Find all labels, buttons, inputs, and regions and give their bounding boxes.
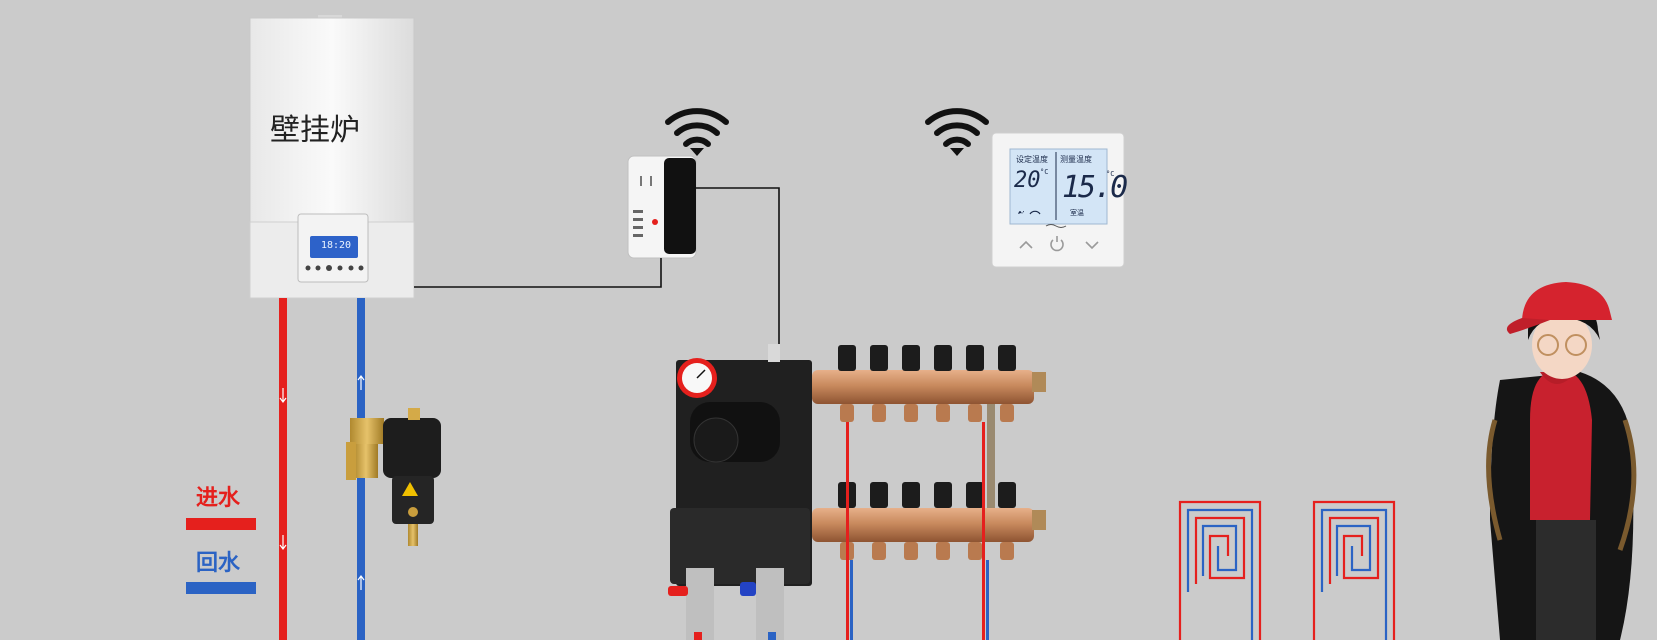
boiler-buttons (305, 265, 364, 271)
legend-swatches (186, 518, 256, 594)
measured-temp-value: 15.0 (1062, 170, 1128, 205)
boiler-title: 壁挂炉 (270, 113, 360, 148)
wifi-icon (925, 108, 989, 156)
return-legend-label: 回水 (196, 551, 241, 576)
thermostat-lcd (1009, 148, 1108, 225)
boiler-display-text: 18:20 (320, 240, 352, 251)
mixing-water-center (668, 344, 812, 640)
hot-supply-pipe (279, 298, 287, 640)
warning-icon (402, 482, 418, 496)
room-temp-label: 室温 (1070, 209, 1084, 217)
manifold-bracket (987, 404, 995, 508)
control-wires (414, 187, 780, 415)
supply-manifold (812, 345, 1046, 422)
cartoon-person (1486, 282, 1637, 640)
measured-temp-label: 测量温度 (1060, 155, 1092, 164)
blue-valve-handle (740, 582, 756, 596)
set-temp-value: 20 (1014, 168, 1041, 193)
manifold-loop-pipes (846, 422, 989, 640)
return-manifold (812, 482, 1046, 560)
return-swatch (186, 582, 256, 594)
floor-heating-coil (1178, 500, 1262, 640)
power-icon[interactable] (1050, 236, 1064, 252)
wall-boiler (249, 15, 415, 299)
red-cap (1522, 282, 1612, 320)
wifi-smart-plug (627, 155, 697, 259)
down-arrow-icon[interactable] (1085, 241, 1099, 250)
measured-temp-unit: °C (1106, 170, 1115, 178)
set-temp-unit: °C (1040, 168, 1049, 176)
wifi-icon (665, 108, 729, 156)
red-valve-handle (668, 586, 688, 596)
magnetic-filter (346, 408, 441, 546)
up-arrow-icon[interactable] (1019, 240, 1033, 249)
room-thermostat (991, 132, 1125, 268)
lcd-wifi-icon (1029, 210, 1041, 215)
inlet-swatch (186, 518, 256, 530)
floor-heating-coil (1312, 500, 1396, 640)
flame-icon (1018, 210, 1024, 214)
inlet-legend-label: 进水 (196, 486, 241, 511)
boiler-lcd (310, 236, 358, 258)
set-temp-label: 设定温度 (1016, 155, 1048, 164)
pressure-gauge-icon (677, 358, 717, 398)
